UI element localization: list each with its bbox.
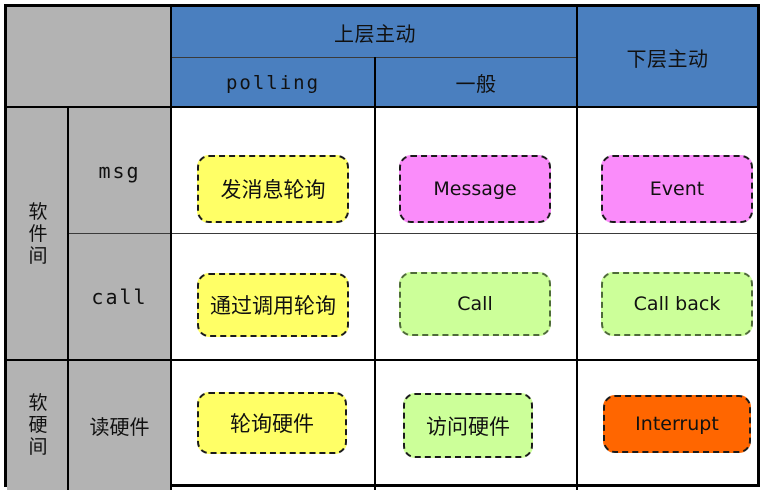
node-access-hardware[interactable]: 访问硬件 — [403, 393, 533, 458]
node-label: 访问硬件 — [426, 414, 510, 439]
comparison-table: 上层主动 polling 一般 下层主动 软件间 软硬间 ms — [4, 4, 760, 490]
node-call-back[interactable]: Call back — [601, 272, 753, 336]
column-header-label: polling — [225, 71, 321, 94]
node-label: 通过调用轮询 — [210, 294, 336, 318]
column-group-header-upper-active: 上层主动 — [172, 7, 578, 57]
row-group-label-text: 软硬间 — [28, 391, 48, 459]
node-label: 发消息轮询 — [220, 178, 326, 202]
column-header-polling: polling — [172, 57, 374, 108]
node-call[interactable]: Call — [399, 272, 551, 336]
node-label: 轮询硬件 — [230, 412, 314, 436]
msg-call-divider — [69, 233, 170, 234]
header-group-divider-vertical — [576, 7, 578, 108]
column-group-label: 下层主动 — [626, 47, 709, 71]
node-interrupt[interactable]: Interrupt — [603, 395, 751, 453]
row-header-read-hardware: 读硬件 — [69, 360, 170, 490]
column-group-header-lower-active: 下层主动 — [578, 7, 757, 108]
header-bottom-divider — [7, 106, 757, 108]
node-label: Interrupt — [635, 413, 719, 435]
node-label: Call back — [633, 293, 721, 315]
row-group-label-text: 软件间 — [28, 200, 48, 268]
body-column-divider-general-lower — [576, 108, 578, 490]
row-header-msg: msg — [69, 108, 170, 234]
row-header-call: call — [69, 234, 170, 360]
body-column-divider-polling-general — [374, 108, 376, 490]
row-header-label: 读硬件 — [89, 414, 150, 439]
node-send-message-polling[interactable]: 发消息轮询 — [197, 155, 349, 223]
table-corner-cell — [7, 7, 172, 108]
node-label: Call — [457, 293, 493, 315]
row-header-label: msg — [98, 159, 141, 183]
column-header-label: 一般 — [455, 72, 497, 96]
header-column-divider — [374, 57, 376, 108]
node-polling-via-call[interactable]: 通过调用轮询 — [197, 273, 349, 337]
node-event[interactable]: Event — [601, 155, 753, 223]
body-row-divider-msg-call — [172, 233, 757, 234]
node-label: Message — [433, 178, 517, 200]
node-message[interactable]: Message — [399, 155, 551, 223]
node-poll-hardware[interactable]: 轮询硬件 — [197, 392, 347, 454]
software-hardware-row-divider — [7, 359, 757, 361]
column-header-general: 一般 — [374, 57, 578, 108]
row-header-label: call — [91, 285, 148, 309]
header-left-divider — [170, 7, 172, 108]
column-group-label: 上层主动 — [334, 21, 416, 46]
row-group-label-software: 软件间 — [7, 108, 69, 360]
row-group-column-divider — [67, 108, 69, 490]
node-label: Event — [649, 178, 705, 200]
row-group-label-software-hardware: 软硬间 — [7, 360, 69, 490]
row-header-column-divider — [170, 108, 172, 490]
